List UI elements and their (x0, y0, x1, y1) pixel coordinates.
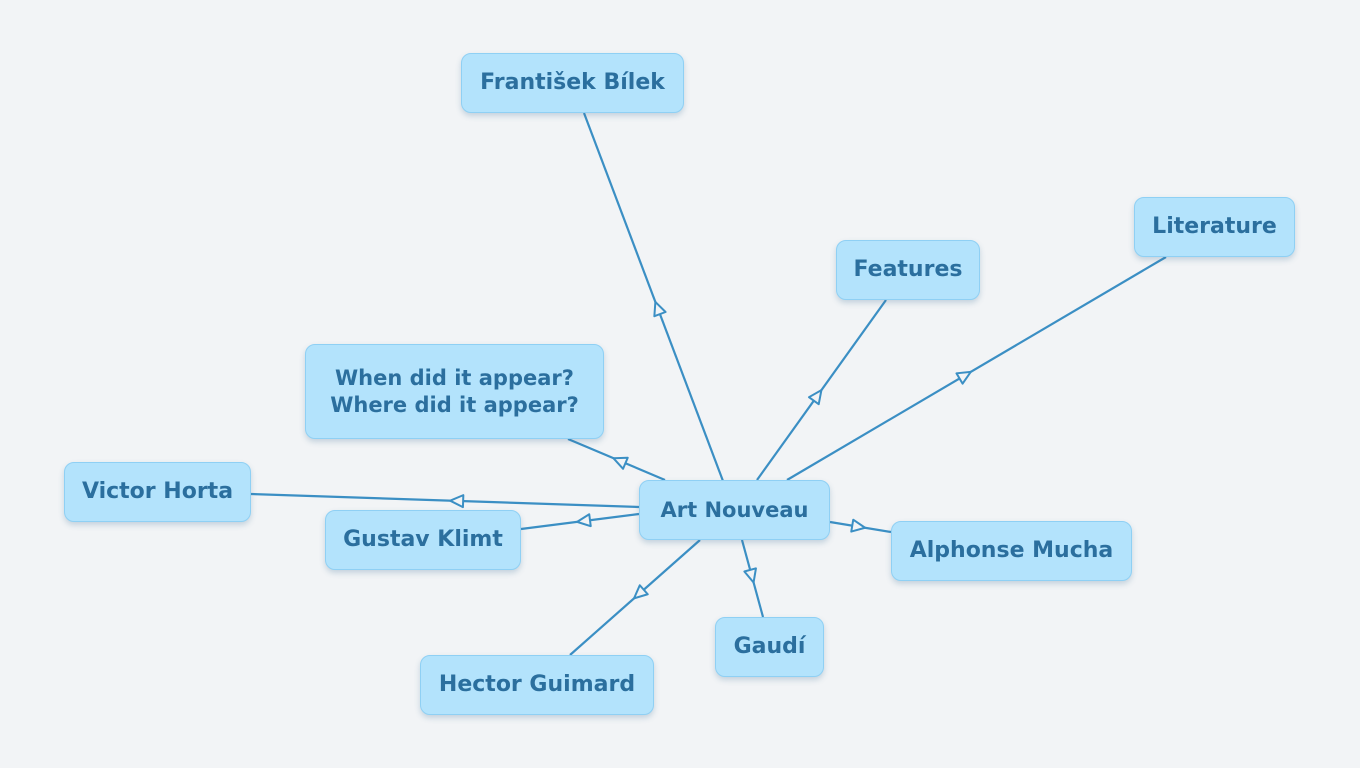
arrowhead-bilek (653, 300, 667, 318)
arrowhead-when (612, 456, 629, 470)
arrowhead-gaudi (743, 567, 757, 584)
node-gaudi[interactable]: Gaudí (715, 617, 824, 677)
node-alphonse-mucha[interactable]: Alphonse Mucha (891, 521, 1132, 581)
node-art-nouveau[interactable]: Art Nouveau (639, 480, 830, 540)
arrowhead-mucha (850, 518, 867, 533)
edge-horta (250, 492, 640, 509)
node-frantisek-bilek[interactable]: František Bílek (461, 53, 684, 113)
arrowhead-literature (955, 370, 972, 385)
node-when-where[interactable]: When did it appear? Where did it appear? (305, 344, 604, 439)
arrowhead-klimt (576, 513, 592, 528)
arrowhead-features (807, 389, 823, 406)
arrowhead-guimard (633, 584, 649, 600)
node-features[interactable]: Features (836, 240, 980, 300)
node-literature[interactable]: Literature (1134, 197, 1295, 257)
node-gustav-klimt[interactable]: Gustav Klimt (325, 510, 521, 570)
edge-literature (786, 256, 1167, 481)
node-victor-horta[interactable]: Victor Horta (64, 462, 251, 522)
arrowhead-horta (449, 494, 465, 509)
edge-bilek (582, 112, 725, 482)
node-hector-guimard[interactable]: Hector Guimard (420, 655, 654, 715)
